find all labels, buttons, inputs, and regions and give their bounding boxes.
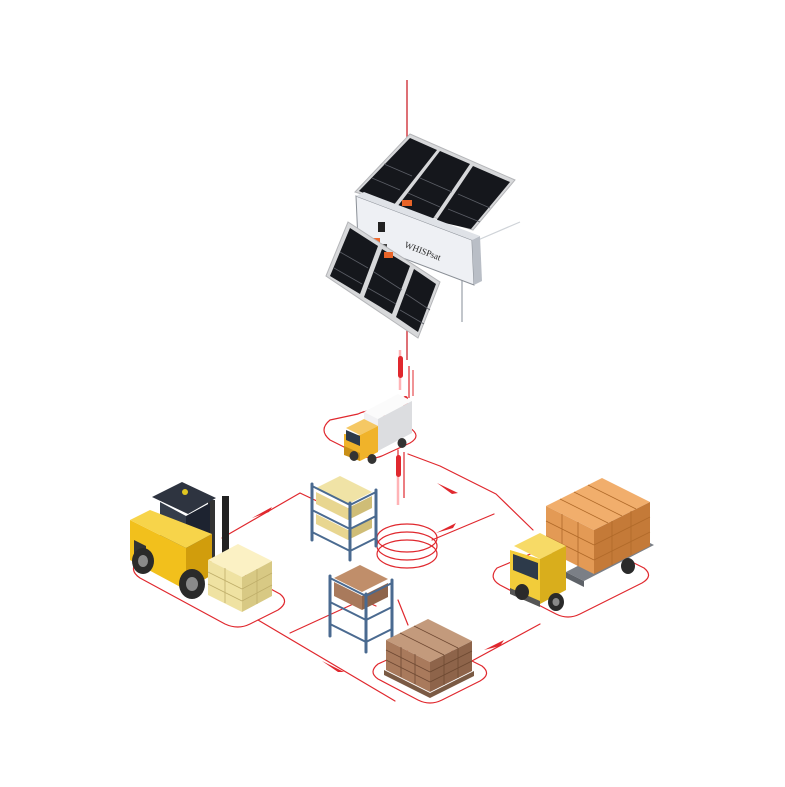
upper-solar-wing	[354, 133, 516, 231]
packet-4	[322, 661, 344, 672]
shelving-rack-icon	[310, 476, 394, 654]
delivery-van-icon	[344, 394, 412, 464]
lower-solar-wing	[325, 221, 441, 339]
packet-1	[252, 507, 272, 518]
packet-2	[437, 483, 458, 494]
link-rack-pallet	[397, 599, 409, 626]
forklift-icon	[130, 482, 273, 612]
data-packets	[252, 483, 504, 672]
truck-load-boxes	[545, 478, 651, 574]
upper-rack	[310, 476, 378, 562]
packet-3	[436, 523, 456, 533]
link-van-truck	[407, 453, 534, 531]
lower-rack	[328, 565, 394, 654]
packet-5	[484, 640, 504, 650]
forklift-load-boxes	[207, 544, 273, 612]
link-hub-truck	[431, 513, 495, 541]
hub-rings	[376, 523, 438, 569]
pallet-boxes-icon	[384, 619, 474, 698]
link-pallet-truck	[469, 623, 541, 663]
link-forklift-pallet	[257, 619, 396, 702]
cargo-truck-icon	[510, 478, 654, 611]
satellite-icon: WHISPsat	[325, 133, 521, 339]
